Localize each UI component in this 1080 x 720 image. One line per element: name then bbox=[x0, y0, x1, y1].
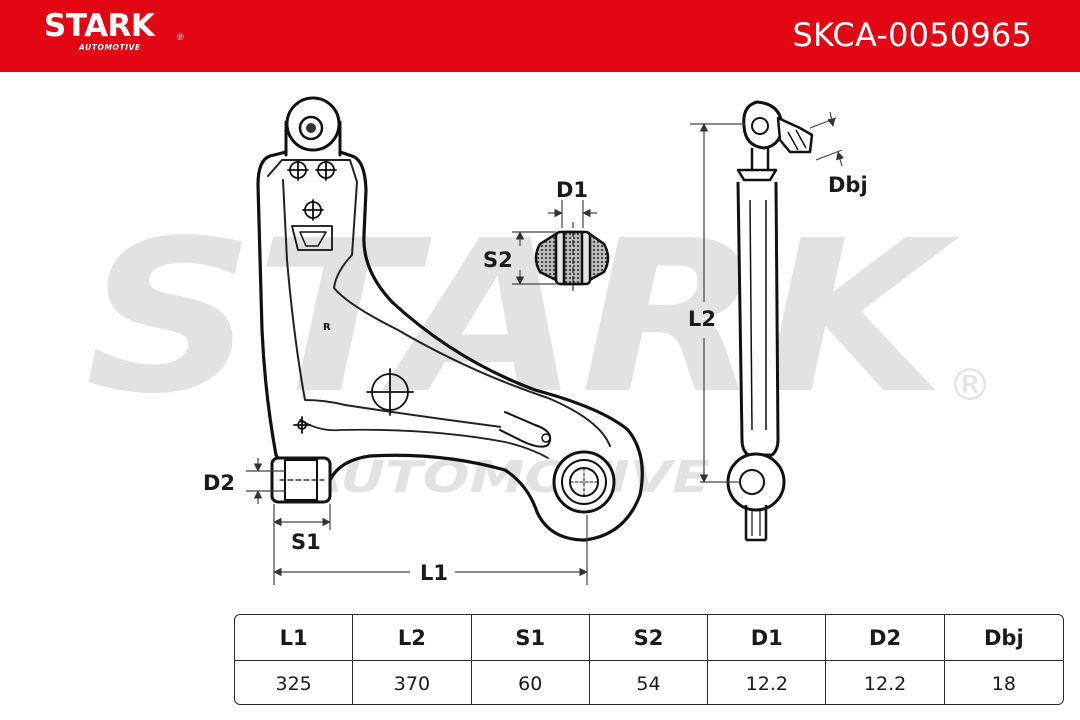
spec-header-s2: S2 bbox=[589, 615, 709, 661]
dim-label-d2: D2 bbox=[203, 471, 236, 495]
spec-value-s1: 60 bbox=[472, 661, 590, 704]
dim-label-d1: D1 bbox=[556, 178, 589, 202]
spec-table: L1 L2 S1 S2 D1 D2 Dbj 325 370 60 54 12.2… bbox=[234, 614, 1064, 705]
side-mark: R bbox=[323, 322, 331, 333]
spec-value-d1: 12.2 bbox=[708, 661, 827, 704]
dim-label-l1: L1 bbox=[420, 561, 448, 585]
control-arm-side-view bbox=[726, 100, 814, 542]
spec-header-l1: L1 bbox=[235, 615, 354, 661]
header-bar: STARK ® AUTOMOTIVE SKCA-0050965 bbox=[0, 0, 1080, 72]
spec-value-dbj: 18 bbox=[991, 672, 1016, 695]
dimension-lines bbox=[246, 111, 845, 585]
spec-value-l2: 370 bbox=[353, 661, 472, 704]
spec-header-d2: D2 bbox=[826, 615, 945, 661]
spec-header-s1: S1 bbox=[471, 615, 590, 661]
watermark: STARK AUTOMOTIVE ® bbox=[85, 195, 992, 503]
part-number: SKCA-0050965 bbox=[792, 16, 1032, 54]
dim-label-s2: S2 bbox=[483, 248, 513, 272]
spec-value-l1: 325 bbox=[235, 661, 354, 704]
spec-header-dbj: Dbj bbox=[944, 615, 1063, 661]
bushing-detail bbox=[534, 222, 610, 294]
spec-header-d1: D1 bbox=[708, 615, 827, 661]
spec-header-l2: L2 bbox=[353, 615, 472, 661]
spec-value-d2: 12.2 bbox=[826, 661, 945, 704]
control-arm-front-view bbox=[256, 96, 644, 542]
dim-label-s1: S1 bbox=[291, 530, 321, 554]
brand-subtitle: AUTOMOTIVE bbox=[79, 43, 141, 52]
technical-drawing: STARK AUTOMOTIVE ® bbox=[85, 96, 992, 585]
spec-value-s2: 54 bbox=[590, 661, 709, 704]
registered-mark: ® bbox=[177, 32, 184, 42]
watermark-registered: ® bbox=[948, 360, 992, 411]
brand-name: STARK bbox=[44, 8, 155, 44]
brand-logo: STARK ® AUTOMOTIVE bbox=[44, 8, 184, 52]
dim-label-dbj: Dbj bbox=[828, 173, 868, 197]
dim-label-l2: L2 bbox=[688, 307, 716, 331]
